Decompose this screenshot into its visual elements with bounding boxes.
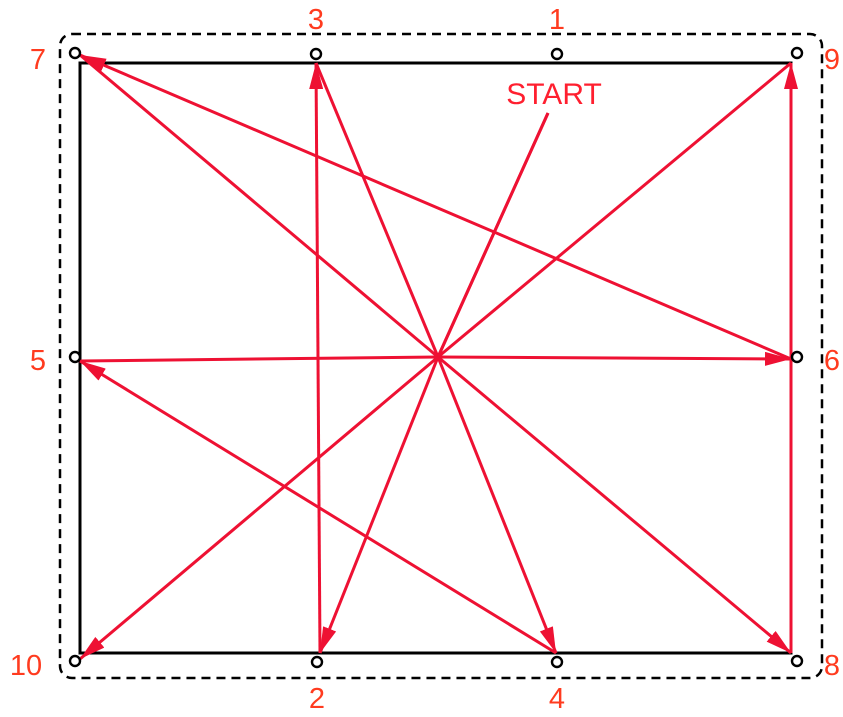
arrow-1-to-2 [318, 356, 440, 654]
hole-8 [790, 654, 804, 668]
outer-dashed-border [58, 32, 824, 680]
hole-3 [309, 47, 323, 61]
arrow-5-to-6-lead [79, 355, 439, 363]
hole-5 [68, 350, 82, 364]
hole-7 [68, 46, 82, 60]
point-label-1: 1 [549, 4, 565, 36]
arrow-4-to-5 [79, 359, 557, 655]
arrow-3-to-4-lead [314, 62, 440, 358]
hole-2 [310, 655, 324, 669]
arrow-3-to-4 [436, 356, 558, 654]
point-label-10: 10 [10, 650, 42, 682]
arrow-7-to-8-lead [79, 53, 439, 359]
point-label-9: 9 [824, 44, 840, 76]
point-label-5: 5 [30, 345, 46, 377]
hole-9 [790, 46, 804, 60]
point-label-4: 4 [549, 683, 565, 715]
arrow-9-to-10-lead [437, 61, 792, 359]
arrow-group [79, 53, 798, 661]
point-label-7: 7 [30, 44, 46, 76]
point-label-3: 3 [308, 4, 324, 36]
point-label-6: 6 [824, 345, 840, 377]
hole-6 [790, 350, 804, 364]
arrow-9-to-10 [79, 355, 439, 661]
hole-10 [68, 654, 82, 668]
start-label: START [506, 78, 602, 111]
point-label-8: 8 [824, 650, 840, 682]
point-label-2: 2 [309, 683, 325, 715]
start-pointer-line [436, 112, 550, 358]
hole-1 [550, 47, 564, 61]
hole-4 [550, 655, 564, 669]
arrow-6-to-7 [79, 53, 792, 361]
arrow-5-to-6 [437, 351, 792, 366]
arrow-7-to-8 [437, 355, 792, 655]
hole-group [68, 46, 804, 669]
